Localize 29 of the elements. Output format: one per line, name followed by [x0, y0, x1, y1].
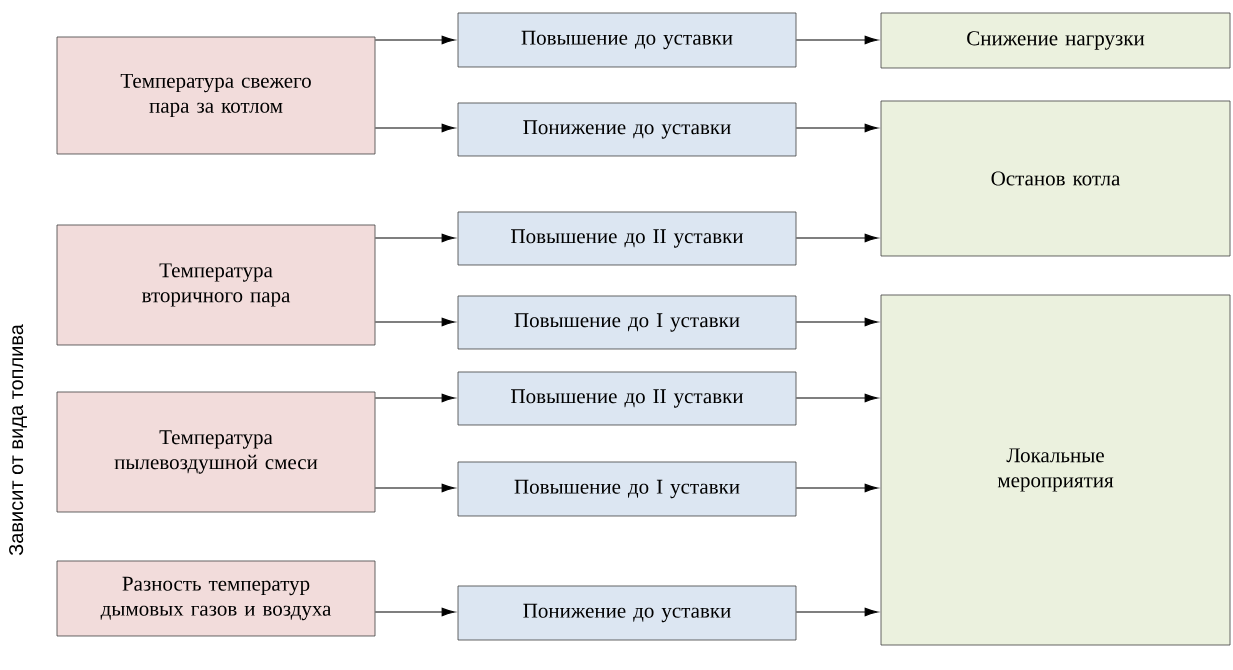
action-box: Локальные мероприятия	[880, 294, 1231, 646]
condition-box: Повышение до II уставки	[457, 371, 797, 426]
arrow	[795, 123, 878, 133]
arrow	[795, 233, 878, 243]
condition-box: Повышение до I уставки	[457, 295, 797, 350]
arrow	[795, 317, 878, 327]
action-box: Останов котла	[880, 100, 1231, 257]
arrow	[374, 483, 455, 493]
condition-box: Повышение до уставки	[457, 12, 797, 68]
arrow	[374, 393, 455, 403]
arrow	[374, 35, 455, 45]
condition-box: Повышение до II уставки	[457, 211, 797, 266]
arrow	[795, 483, 878, 493]
condition-box: Понижение до уставки	[457, 585, 797, 641]
condition-box: Понижение до уставки	[457, 102, 797, 157]
arrow	[374, 123, 455, 133]
arrow	[374, 233, 455, 243]
condition-box: Повышение до I уставки	[457, 461, 797, 517]
parameter-box: Разность температур дымовых газов и воздуха	[56, 560, 376, 637]
arrow	[795, 35, 878, 45]
arrow	[795, 393, 878, 403]
parameter-box: Температура пылевоздушной смеси	[56, 391, 376, 513]
parameter-box: Температура вторичного пара	[56, 224, 376, 346]
action-box: Снижение нагрузки	[880, 12, 1231, 69]
arrow	[374, 607, 455, 617]
arrow	[374, 317, 455, 327]
parameter-box: Температура свежего пара за котлом	[56, 36, 376, 155]
arrow	[795, 607, 878, 617]
rotated-note: Зависит от вида топлива	[9, 324, 27, 556]
